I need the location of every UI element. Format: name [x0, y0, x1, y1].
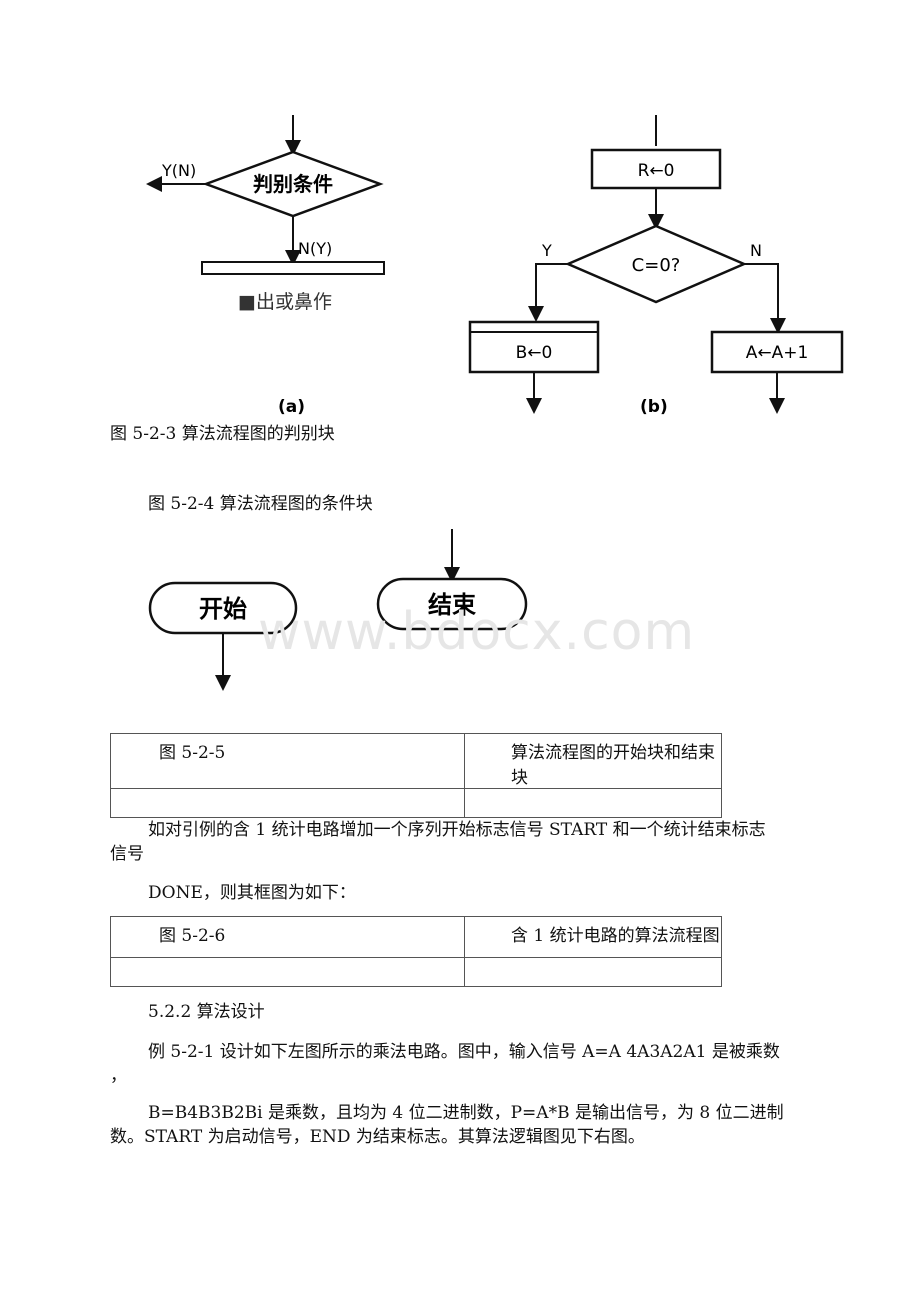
paragraph-3-line-2: ，: [110, 1066, 127, 1086]
watermark: www.bdocx.com: [258, 602, 696, 662]
paragraph-1-line-1: 如对引例的含 1 统计电路增加一个序列开始标志信号 START 和一个统计结束标…: [148, 820, 766, 840]
paragraph-4-line-2: 数。START 为启动信号，END 为结束标志。其算法逻辑图见下右图。: [110, 1127, 645, 1147]
box-b: [468, 320, 600, 374]
paragraph-2: DONE，则其框图为如下：: [148, 883, 356, 903]
yes-label: Y(N): [161, 161, 196, 180]
table-2-right: 含 1 统计电路的算法流程图: [464, 916, 722, 958]
box-b-text: B←0: [516, 343, 553, 363]
paragraph-4-line-1: B=B4B3B2Bi 是乘数，且均为 4 位二进制数，P=A*B 是输出信号，为…: [148, 1103, 784, 1123]
decision-diamond: [564, 224, 748, 304]
box-a-text: A←A+1: [746, 343, 809, 363]
table-1-empty-right: [464, 788, 722, 818]
caption-5-2-4: 图 5-2-4 算法流程图的条件块: [148, 494, 373, 514]
box-r-text: R←0: [638, 161, 675, 181]
paragraph-3-line-1: 例 5-2-1 设计如下左图所示的乘法电路。图中，输入信号 A=A 4A3A2A…: [148, 1042, 780, 1062]
no-label: N: [750, 241, 762, 260]
table-5-2-6: 图 5-2-6 含 1 统计电路的算法流程图: [110, 916, 722, 987]
table-2-left: 图 5-2-6: [110, 916, 465, 958]
table-1-empty-left: [110, 788, 465, 818]
figure-a-decision-block: 判别条件 Y(N) N(Y) ■出或鼻作 (a): [146, 115, 385, 417]
end-terminal: [376, 577, 528, 631]
yes-label: Y: [541, 241, 552, 260]
table-5-2-5: 图 5-2-5 算法流程图的开始块和结束块: [110, 733, 722, 818]
table-2-empty-left: [110, 957, 465, 987]
sub-label-b: (b): [640, 397, 668, 417]
decision-text: 判别条件: [253, 172, 333, 196]
end-text: 结束: [428, 591, 477, 619]
decision-text: C=0?: [632, 255, 681, 276]
paragraph-1-line-2: 信号: [110, 844, 144, 864]
no-branch: [744, 263, 786, 334]
sub-label-a: (a): [278, 397, 305, 417]
output-label: ■出或鼻作: [238, 291, 332, 313]
caption-5-2-3: 图 5-2-3 算法流程图的判别块: [110, 424, 335, 444]
table-1-right: 算法流程图的开始块和结束块: [464, 733, 722, 789]
table-2-empty-right: [464, 957, 722, 987]
table-1-left: 图 5-2-5: [110, 733, 465, 789]
output-bar: [201, 261, 385, 275]
no-label: N(Y): [298, 239, 332, 258]
section-heading: 5.2.2 算法设计: [148, 1002, 265, 1022]
start-text: 开始: [199, 595, 247, 623]
figure-start-end-blocks: 开始 结束: [148, 529, 528, 691]
figure-b-condition-block: R←0 C=0? Y N B←0 A←A+1 (b): [468, 115, 844, 417]
box-r: [590, 148, 722, 190]
yes-branch: [528, 263, 568, 322]
